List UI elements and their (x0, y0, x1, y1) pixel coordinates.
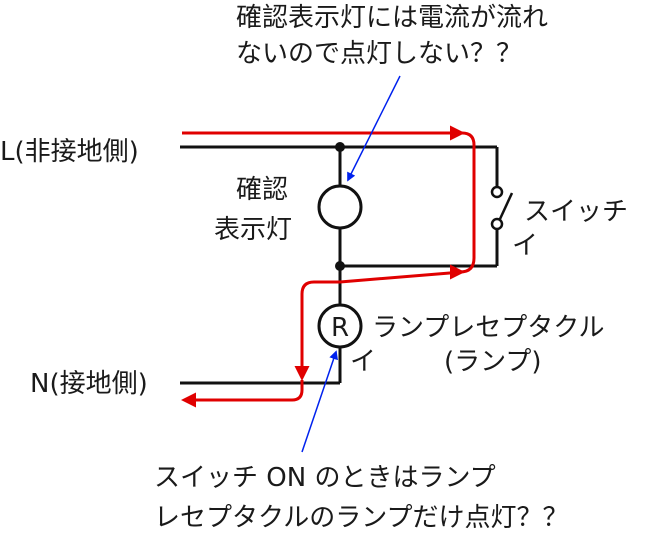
bottom-note-line2: レセプタクルのランプだけ点灯？？ (154, 503, 568, 533)
receptacle-label-line3: (ランプ) (444, 347, 542, 377)
switch-terminal-top (490, 185, 504, 199)
junction-dot-middle (335, 261, 345, 271)
switch-terminal-bottom (490, 217, 504, 231)
switch-label-line1: スイッチ (524, 197, 628, 227)
switch-symbol (490, 185, 514, 231)
bottom-note-line1: スイッチ ON のときはランプ (154, 463, 496, 493)
pointer-to-receptacle (301, 350, 338, 453)
junction-dot-top (335, 142, 345, 152)
current-path-return-n (181, 380, 304, 408)
receptacle-symbol (317, 303, 363, 349)
receptacle-label-line1: ランプレセプタクル (372, 313, 604, 343)
switch-label-line2: イ (512, 231, 538, 261)
pilot-lamp-label-line2: 表示灯 (214, 215, 292, 245)
receptacle-symbol-letter: R (331, 313, 349, 343)
top-note-line2: ないので点灯しない？？ (236, 39, 522, 69)
switch-lever (498, 192, 514, 220)
pilot-lamp-symbol (317, 184, 363, 230)
pointer-to-pilot-lamp (347, 75, 401, 182)
line-l-label: L(非接地側) (0, 137, 139, 167)
line-n-label: N(接地側) (30, 369, 148, 399)
current-path-through-lamp (294, 270, 463, 381)
receptacle-label-line2: イ (350, 347, 376, 377)
top-note-line1: 確認表示灯には電流が流れ (236, 3, 548, 33)
current-path-switch-loop (450, 131, 476, 280)
pilot-lamp-label-line1: 確認 (236, 175, 288, 205)
